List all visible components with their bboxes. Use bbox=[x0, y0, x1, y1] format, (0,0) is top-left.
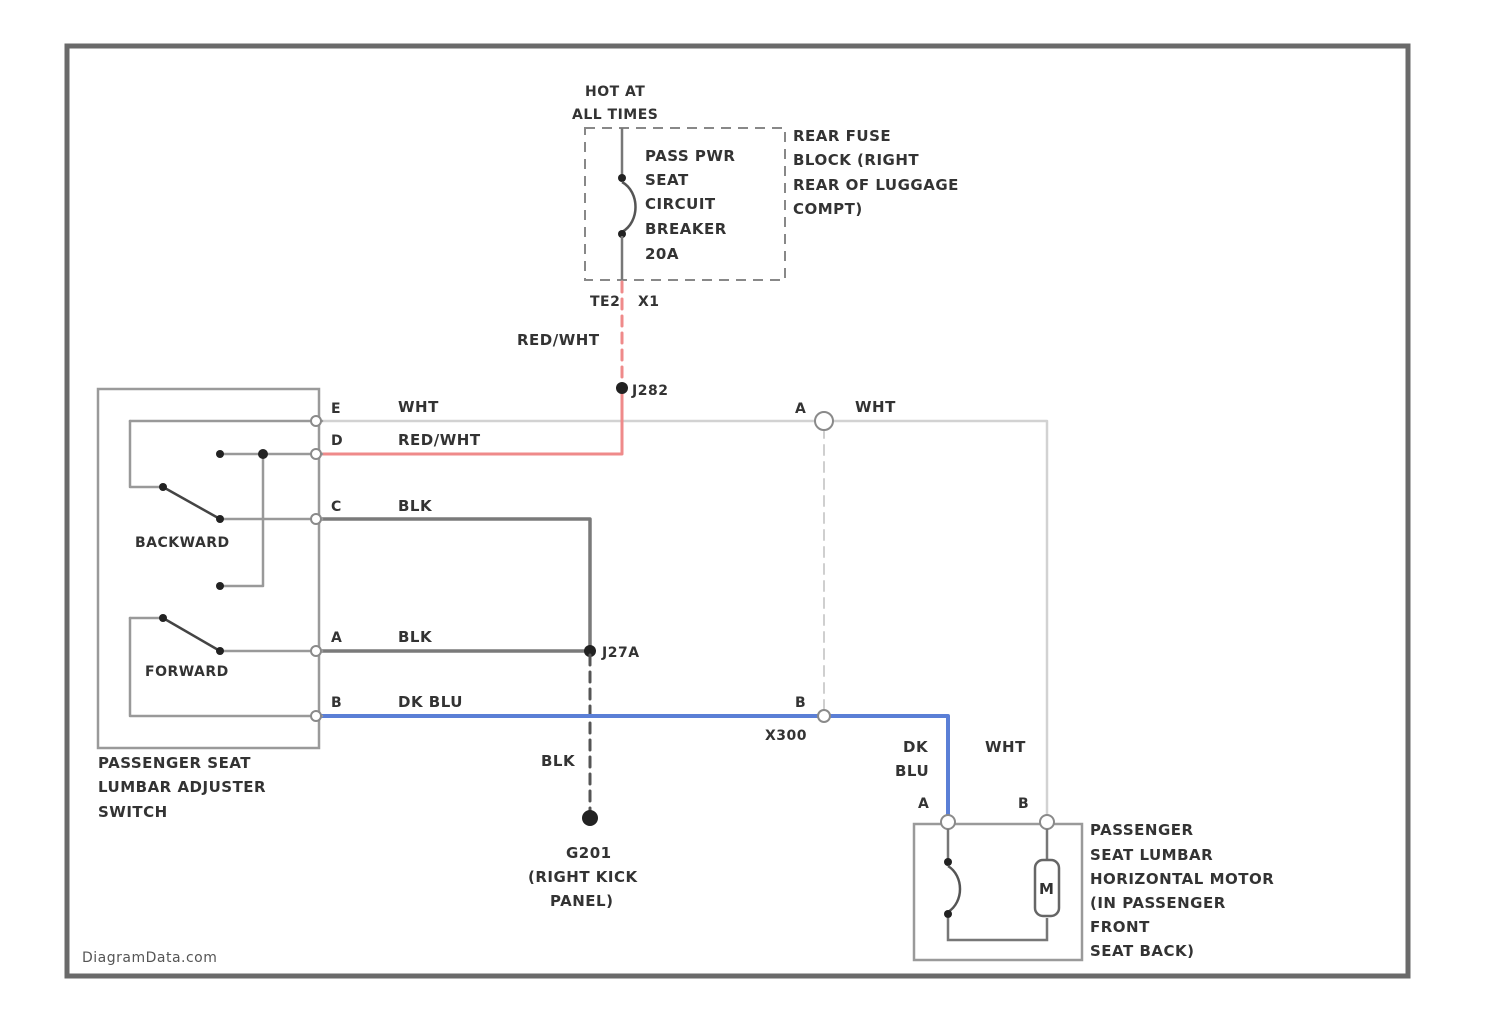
wire-label-blk-a: BLK bbox=[398, 628, 433, 646]
hot-label-line-1: HOT AT bbox=[585, 84, 645, 100]
breaker-connector-label: X1 bbox=[638, 294, 660, 310]
breaker-terminal-label: TE2 bbox=[590, 294, 620, 310]
splice-label-blu: X300 bbox=[765, 728, 807, 744]
connector-a-wht-label: A bbox=[795, 401, 806, 417]
breaker-label-3: CIRCUIT bbox=[645, 195, 716, 213]
ground-point bbox=[582, 810, 598, 826]
motor-internal-loop bbox=[948, 918, 1047, 940]
breaker-element bbox=[622, 182, 636, 232]
fuse-block-label-2: BLOCK (RIGHT bbox=[793, 151, 919, 169]
lumbar-motor: M PASSENGER SEAT LUMBAR HORIZONTAL MOTOR… bbox=[914, 815, 1274, 960]
motor-pin-a-label: A bbox=[918, 796, 929, 812]
breaker-label-1: PASS PWR bbox=[645, 147, 735, 165]
motor-name-3: HORIZONTAL MOTOR bbox=[1090, 870, 1274, 888]
breaker-label-5: 20A bbox=[645, 245, 679, 263]
ground-g201: G201 (RIGHT KICK PANEL) bbox=[528, 810, 639, 910]
switch-name-3: SWITCH bbox=[98, 803, 168, 821]
motor-symbol-letter: M bbox=[1039, 880, 1054, 898]
connector-b-blu-label: B bbox=[795, 695, 806, 711]
backward-contact-1 bbox=[159, 483, 167, 491]
motor-name-5: FRONT bbox=[1090, 918, 1150, 936]
forward-contact-1 bbox=[159, 614, 167, 622]
switch-pin-c-label: C bbox=[331, 499, 342, 515]
backward-switch-blade bbox=[163, 487, 220, 519]
motor-name-1: PASSENGER bbox=[1090, 821, 1194, 839]
wire-label-wht-upper-right: WHT bbox=[855, 398, 896, 416]
breaker-label-2: SEAT bbox=[645, 171, 689, 189]
switch-pin-e bbox=[311, 416, 321, 426]
wire-label-blk-ground: BLK bbox=[541, 752, 576, 770]
motor-name-6: SEAT BACK) bbox=[1090, 942, 1194, 960]
motor-breaker-contact-top bbox=[944, 858, 952, 866]
ground-location-2: PANEL) bbox=[550, 892, 613, 910]
fuse-block-label-3: REAR OF LUGGAGE bbox=[793, 176, 959, 194]
ground-location-1: (RIGHT KICK bbox=[528, 868, 639, 886]
splice-label-red: J282 bbox=[631, 383, 668, 399]
wire-label-wht-upper-left: WHT bbox=[398, 398, 439, 416]
fuse-block-label-4: COMPT) bbox=[793, 200, 863, 218]
motor-name-4: (IN PASSENGER bbox=[1090, 894, 1226, 912]
switch-pin-b-label: B bbox=[331, 695, 342, 711]
diagram-frame bbox=[67, 46, 1408, 976]
motor-pin-b bbox=[1040, 815, 1054, 829]
splice-label-blk: J27A bbox=[601, 645, 640, 661]
lumbar-adjuster-switch: BACKWARD FORWARD E D C A B PASSENGER SEA… bbox=[98, 389, 343, 821]
splice-red-dot bbox=[616, 382, 628, 394]
switch-pin-e-label: E bbox=[331, 401, 341, 417]
fuse-block-label-1: REAR FUSE bbox=[793, 127, 891, 145]
backward-contact-2 bbox=[216, 515, 224, 523]
switch-pin-b bbox=[311, 711, 321, 721]
credit-text: DiagramData.com bbox=[82, 950, 217, 966]
wire-label-red-wht-vertical: RED/WHT bbox=[517, 331, 600, 349]
wire-label-wht-motor: WHT bbox=[985, 738, 1026, 756]
connector-a-wht bbox=[815, 412, 833, 430]
wire-label-dk-blu-b: DK BLU bbox=[398, 693, 463, 711]
switch-bus-junction bbox=[258, 449, 268, 459]
switch-pin-d-label: D bbox=[331, 433, 343, 449]
wire-label-red-wht-horizontal: RED/WHT bbox=[398, 431, 481, 449]
wire-dk-blu bbox=[322, 716, 948, 820]
connector-b-blu bbox=[818, 710, 830, 722]
switch-contact-bus-lower bbox=[216, 582, 224, 590]
switch-pin-a-label: A bbox=[331, 630, 342, 646]
switch-internal-left bbox=[130, 421, 163, 487]
backward-label: BACKWARD bbox=[135, 535, 230, 551]
motor-breaker-contact-bottom bbox=[944, 910, 952, 918]
forward-contact-2 bbox=[216, 647, 224, 655]
motor-pin-b-label: B bbox=[1018, 796, 1029, 812]
breaker-label-4: BREAKER bbox=[645, 220, 727, 238]
switch-name-1: PASSENGER SEAT bbox=[98, 754, 251, 772]
wire-label-dk-blu-motor-2: BLU bbox=[895, 762, 929, 780]
ground-id: G201 bbox=[566, 844, 612, 862]
wire-blk-c bbox=[322, 519, 590, 651]
switch-name-2: LUMBAR ADJUSTER bbox=[98, 778, 266, 796]
circuit-breaker-block: HOT AT ALL TIMES PASS PWR SEAT CIRCUIT B… bbox=[572, 84, 959, 310]
wire-label-dk-blu-motor-1: DK bbox=[903, 738, 929, 756]
switch-pin-d bbox=[311, 449, 321, 459]
wire-label-blk-c: BLK bbox=[398, 497, 433, 515]
wire-wht-e bbox=[322, 421, 1047, 820]
motor-breaker-element bbox=[948, 866, 960, 912]
hot-label-line-2: ALL TIMES bbox=[572, 107, 658, 123]
switch-pin-a bbox=[311, 646, 321, 656]
breaker-contact-top bbox=[618, 174, 626, 182]
switch-contact-d bbox=[216, 450, 224, 458]
motor-pin-a bbox=[941, 815, 955, 829]
switch-pin-c bbox=[311, 514, 321, 524]
forward-switch-blade bbox=[163, 618, 220, 651]
motor-name-2: SEAT LUMBAR bbox=[1090, 846, 1213, 864]
forward-label: FORWARD bbox=[145, 664, 229, 680]
